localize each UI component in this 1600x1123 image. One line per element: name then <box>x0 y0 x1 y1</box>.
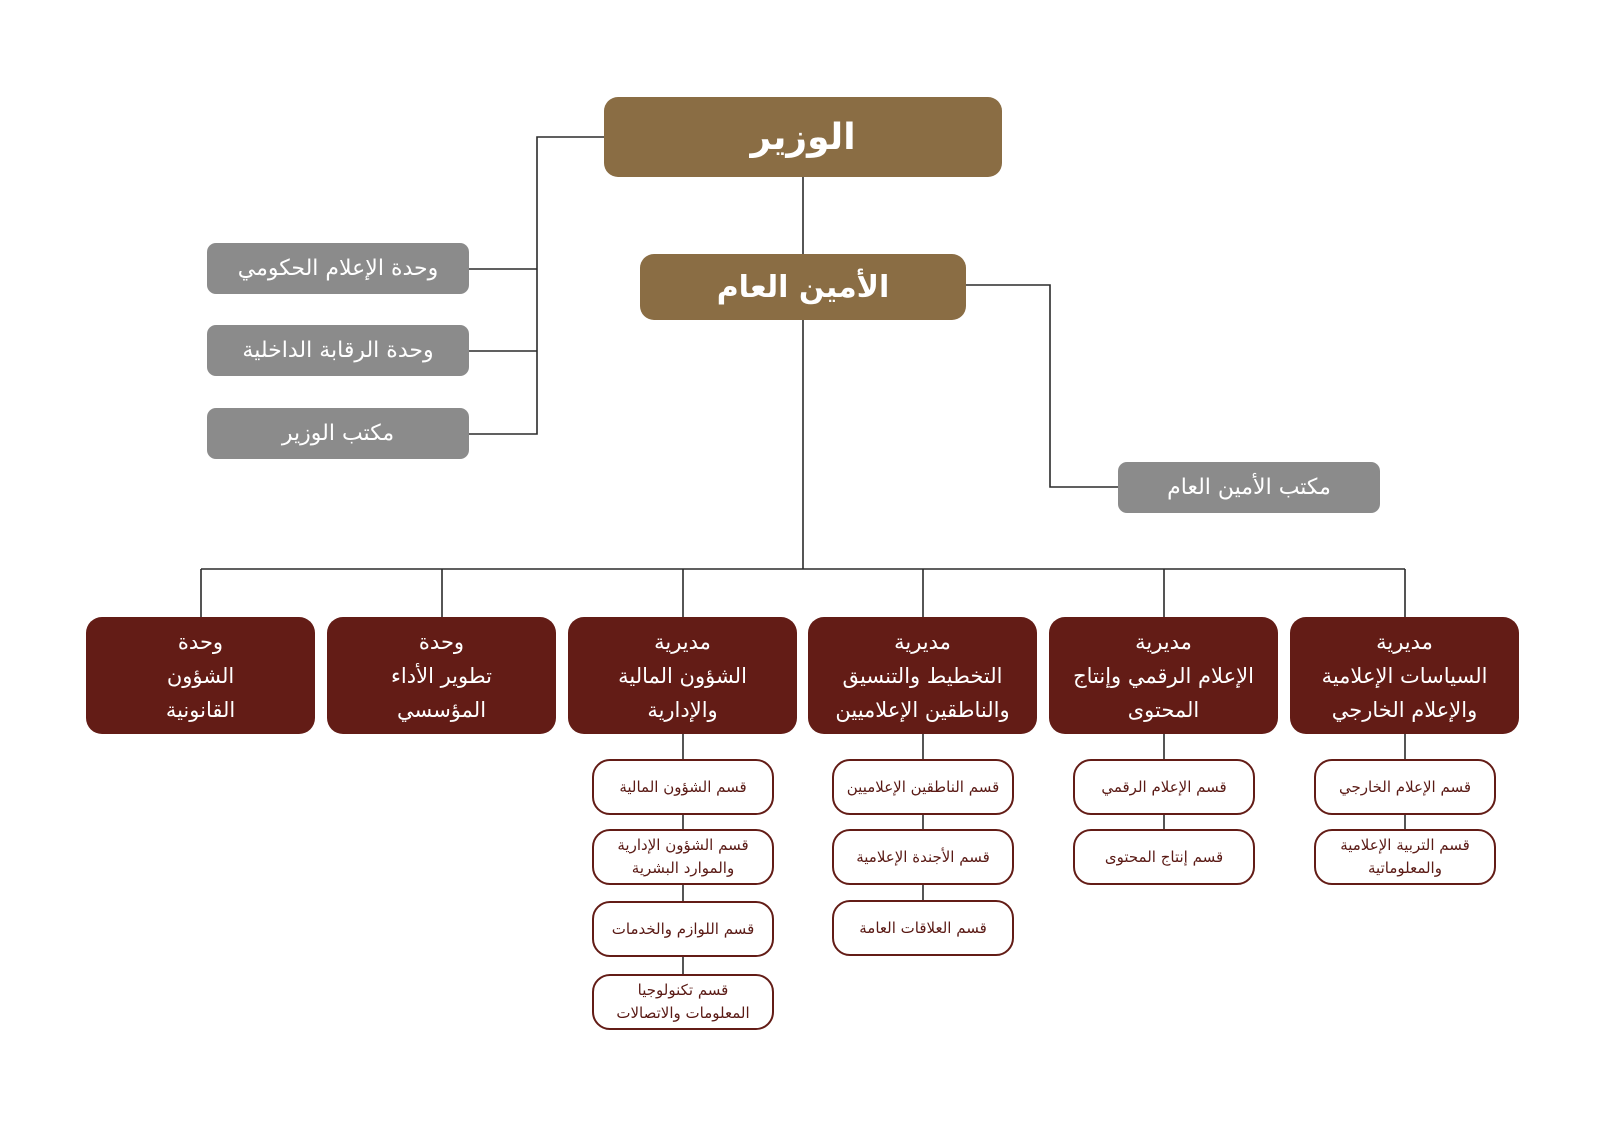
section-public-relations-box: قسم العلاقات العامة <box>832 900 1014 956</box>
unit-performance-development-box: وحدة تطوير الأداء المؤسسي <box>327 617 556 734</box>
minister-office-box: مكتب الوزير <box>207 408 469 459</box>
section-media-literacy-box: قسم التربية الإعلامية والمعلوماتية <box>1314 829 1496 885</box>
section-financial-affairs-box: قسم الشؤون المالية <box>592 759 774 815</box>
minister-box: الوزير <box>604 97 1002 177</box>
directorate-digital-media-box: مديرية الإعلام الرقمي وإنتاج المحتوى <box>1049 617 1278 734</box>
directorate-media-policy-box: مديرية السياسات الإعلامية والإعلام الخار… <box>1290 617 1519 734</box>
section-admin-hr-box: قسم الشؤون الإدارية والموارد البشرية <box>592 829 774 885</box>
section-content-production-box: قسم إنتاج المحتوى <box>1073 829 1255 885</box>
section-digital-media-box: قسم الإعلام الرقمي <box>1073 759 1255 815</box>
internal-audit-unit-box: وحدة الرقابة الداخلية <box>207 325 469 376</box>
section-media-agenda-box: قسم الأجندة الإعلامية <box>832 829 1014 885</box>
section-it-communications-box: قسم تكنولوجيا المعلومات والاتصالات <box>592 974 774 1030</box>
secretary-general-box: الأمين العام <box>640 254 966 320</box>
government-media-unit-box: وحدة الإعلام الحكومي <box>207 243 469 294</box>
section-spokespersons-box: قسم الناطقين الإعلاميين <box>832 759 1014 815</box>
section-external-media-box: قسم الإعلام الخارجي <box>1314 759 1496 815</box>
directorate-planning-box: مديرية التخطيط والتنسيق والناطقين الإعلا… <box>808 617 1037 734</box>
unit-legal-affairs-box: وحدة الشؤون القانونية <box>86 617 315 734</box>
secretary-general-office-box: مكتب الأمين العام <box>1118 462 1380 513</box>
section-supplies-services-box: قسم اللوازم والخدمات <box>592 901 774 957</box>
directorate-finance-admin-box: مديرية الشؤون المالية والإدارية <box>568 617 797 734</box>
